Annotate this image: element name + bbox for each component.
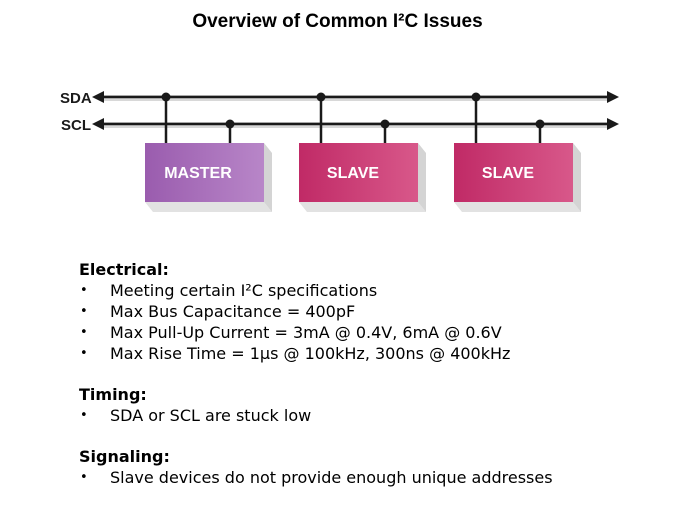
sda-line — [92, 91, 619, 103]
list-item-text: Max Rise Time = 1µs @ 100kHz, 300ns @ 40… — [110, 344, 511, 363]
bullet-list: •Slave devices do not provide enough uni… — [79, 467, 669, 488]
list-item-text: Meeting certain I²C specifications — [110, 281, 378, 300]
section-heading: Electrical: — [79, 260, 169, 279]
list-item-text: Max Bus Capacitance = 400pF — [110, 302, 356, 321]
master-label: MASTER — [164, 165, 232, 182]
slave-label: SLAVE — [327, 165, 379, 182]
list-item: •Max Bus Capacitance = 400pF — [80, 302, 356, 321]
scl-line — [92, 118, 619, 130]
section-signaling: Signaling: •Slave devices do not provide… — [79, 446, 669, 488]
sda-label: SDA — [60, 90, 92, 107]
list-item-text: Max Pull-Up Current = 3mA @ 0.4V, 6mA @ … — [110, 323, 502, 342]
section-heading: Timing: — [79, 385, 147, 404]
scl-label: SCL — [61, 117, 91, 134]
list-item: •Max Pull-Up Current = 3mA @ 0.4V, 6mA @… — [80, 323, 502, 342]
i2c-bus-diagram: SDA SCL MASTER SLAVE SLAVE — [60, 90, 619, 212]
list-item-text: Slave devices do not provide enough uniq… — [110, 468, 553, 487]
bullet-list: •SDA or SCL are stuck low — [79, 405, 669, 426]
bullet-list: •Meeting certain I²C specifications •Max… — [79, 280, 669, 364]
list-item: •SDA or SCL are stuck low — [80, 406, 312, 425]
section-heading: Signaling: — [79, 447, 170, 466]
list-item: •Max Rise Time = 1µs @ 100kHz, 300ns @ 4… — [80, 344, 511, 363]
list-item-text: SDA or SCL are stuck low — [110, 406, 312, 425]
slave-device: SLAVE — [454, 143, 581, 212]
slide-title: Overview of Common I²C Issues — [192, 11, 483, 32]
section-electrical: Electrical: •Meeting certain I²C specifi… — [79, 259, 669, 364]
tap-nodes — [161, 92, 545, 129]
issues-list: Electrical: •Meeting certain I²C specifi… — [79, 259, 669, 508]
list-item: •Slave devices do not provide enough uni… — [80, 468, 553, 487]
slave-label: SLAVE — [482, 165, 534, 182]
list-item: •Meeting certain I²C specifications — [80, 281, 378, 300]
section-timing: Timing: •SDA or SCL are stuck low — [79, 384, 669, 426]
master-device: MASTER — [145, 143, 272, 212]
bus-taps — [164, 97, 542, 144]
slave-device: SLAVE — [299, 143, 426, 212]
